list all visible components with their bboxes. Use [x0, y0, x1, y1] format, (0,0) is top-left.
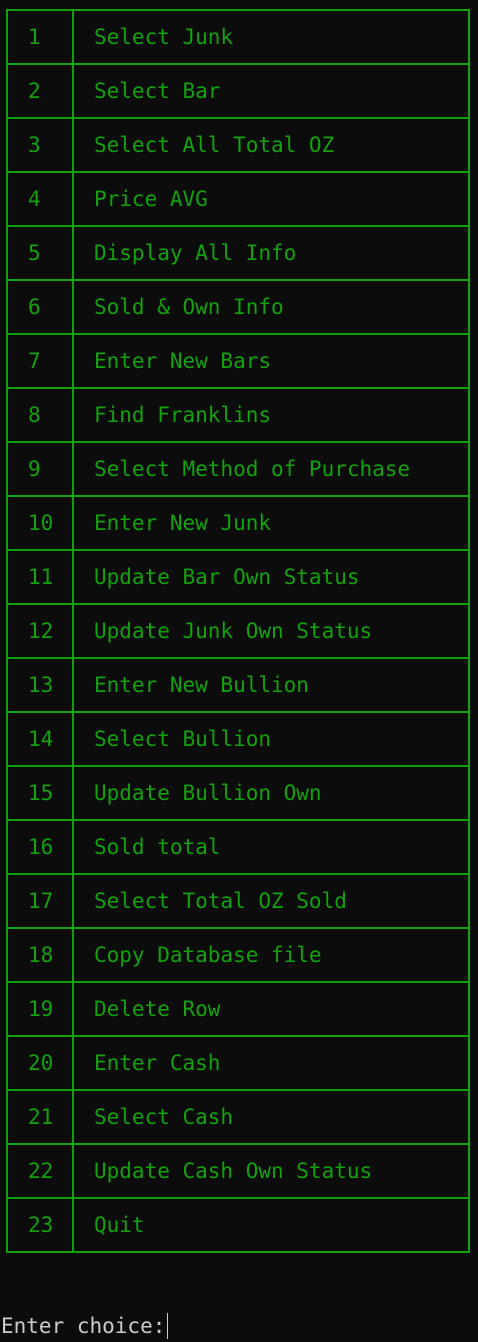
menu-option-number: 11: [6, 549, 74, 605]
menu-option-number: 9: [6, 441, 74, 497]
menu-option-label: Find Franklins: [72, 387, 470, 443]
menu-option-label: Update Bar Own Status: [72, 549, 470, 605]
menu-option-label: Delete Row: [72, 981, 470, 1037]
menu-option-number: 23: [6, 1197, 74, 1253]
menu-option-number: 1: [6, 9, 74, 65]
menu-option-label: Select Cash: [72, 1089, 470, 1145]
menu-option-number: 19: [6, 981, 74, 1037]
menu-option-label: Update Junk Own Status: [72, 603, 470, 659]
menu-option-label: Enter New Bullion: [72, 657, 470, 713]
menu-option-number: 12: [6, 603, 74, 659]
menu-option-number: 6: [6, 279, 74, 335]
menu-option-number: 10: [6, 495, 74, 551]
menu-option-number: 15: [6, 765, 74, 821]
menu-option-label: Select Bullion: [72, 711, 470, 767]
menu-option-label: Select All Total OZ: [72, 117, 470, 173]
menu-option-label: Enter New Junk: [72, 495, 470, 551]
menu-option-number: 14: [6, 711, 74, 767]
menu-option-label: Update Cash Own Status: [72, 1143, 470, 1199]
menu-option-label: Price AVG: [72, 171, 470, 227]
menu-option-number: 17: [6, 873, 74, 929]
menu-option-number: 2: [6, 63, 74, 119]
menu-option-label: Enter Cash: [72, 1035, 470, 1091]
menu-option-number: 18: [6, 927, 74, 983]
prompt-label: Enter choice:: [1, 1314, 166, 1338]
menu-option-number: 3: [6, 117, 74, 173]
menu-option-label: Select Total OZ Sold: [72, 873, 470, 929]
menu-option-number: 21: [6, 1089, 74, 1145]
menu-option-number: 20: [6, 1035, 74, 1091]
menu-option-label: Select Bar: [72, 63, 470, 119]
menu-option-label: Enter New Bars: [72, 333, 470, 389]
menu-option-number: 8: [6, 387, 74, 443]
menu-option-number: 4: [6, 171, 74, 227]
menu-option-number: 16: [6, 819, 74, 875]
menu-option-number: 22: [6, 1143, 74, 1199]
menu-option-label: Update Bullion Own: [72, 765, 470, 821]
menu-option-label: Select Method of Purchase: [72, 441, 470, 497]
menu-option-label: Quit: [72, 1197, 470, 1253]
menu-option-label: Sold total: [72, 819, 470, 875]
text-cursor: [167, 1313, 169, 1339]
menu-option-number: 5: [6, 225, 74, 281]
menu-option-label: Select Junk: [72, 9, 470, 65]
command-prompt[interactable]: Enter choice:: [1, 1312, 169, 1340]
menu-option-label: Copy Database file: [72, 927, 470, 983]
menu-option-number: 13: [6, 657, 74, 713]
menu-option-number: 7: [6, 333, 74, 389]
menu-option-label: Display All Info: [72, 225, 470, 281]
menu-option-label: Sold & Own Info: [72, 279, 470, 335]
